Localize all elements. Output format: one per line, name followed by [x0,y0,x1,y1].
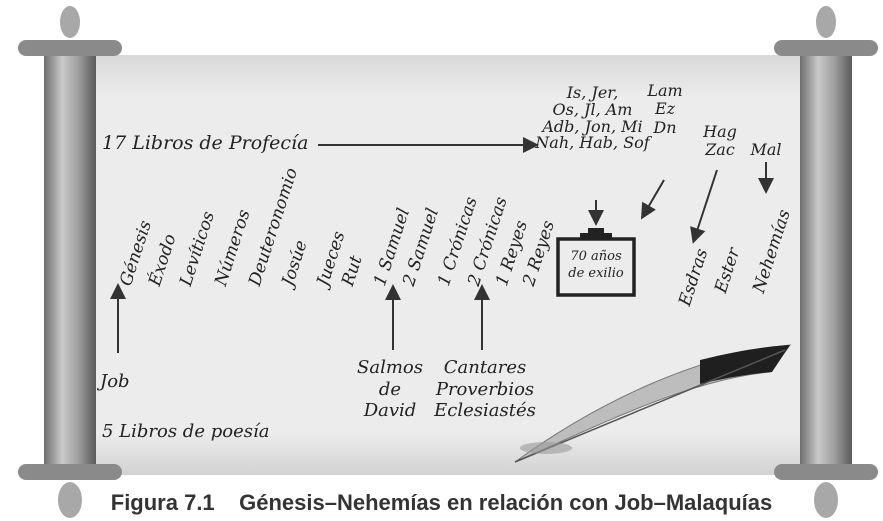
prophets-line: Lam [647,81,683,100]
prophets-line: Is, Jer, [566,83,619,102]
prophecy-label: 17 Libros de Profecía [102,132,309,154]
psalms-line: de [378,378,402,400]
quill-icon [514,344,792,463]
poetry-label: 5 Libros de poesía [102,421,270,442]
arrows [110,137,774,353]
psalms-line: David [363,400,417,422]
scroll-paper [80,55,810,475]
solomon-block: Cantares Proverbios Eclesiastés [418,357,552,422]
prophets-line: Nah, Hab, Sof [535,133,650,153]
prophets-line: Ez [654,99,676,119]
prophets-line: Zac [705,140,735,160]
prophets-post-exile-b: Mal [748,140,784,159]
prophets-line: Hag [703,122,737,141]
exile-box [556,228,636,297]
right-roller [774,6,878,518]
psalms-block: Salmos de David [340,357,440,422]
arrow-hag-zac [690,169,718,244]
exile-box-text: 70 años de exilio [560,249,632,283]
solomon-line: Cantares [443,357,527,378]
book-job: Job [100,371,130,392]
left-roller [18,6,122,518]
prophets-line: Mal [750,140,782,159]
figure-caption: Figura 7.1 Génesis–Nehemías en relación … [110,490,773,515]
exile-line-2: de exilio [568,265,624,281]
prophets-post-exile-a: Hag Zac [698,122,742,160]
prophets-line: Os, Jl, Am [552,99,633,119]
solomon-line: Proverbios [435,378,535,400]
exile-line-1: 70 años [570,249,622,264]
psalms-line: Salmos [357,357,423,378]
prophets-line: Dn [653,117,677,137]
solomon-line: Eclesiastés [434,400,536,422]
prophets-line: Adb, Jon, Mi [542,116,643,136]
prophets-exile: Lam Ez Dn [642,81,688,137]
prophets-pre-exile: Is, Jer, Os, Jl, Am Adb, Jon, Mi Nah, Ha… [525,83,660,153]
arrow-exile [640,179,665,220]
